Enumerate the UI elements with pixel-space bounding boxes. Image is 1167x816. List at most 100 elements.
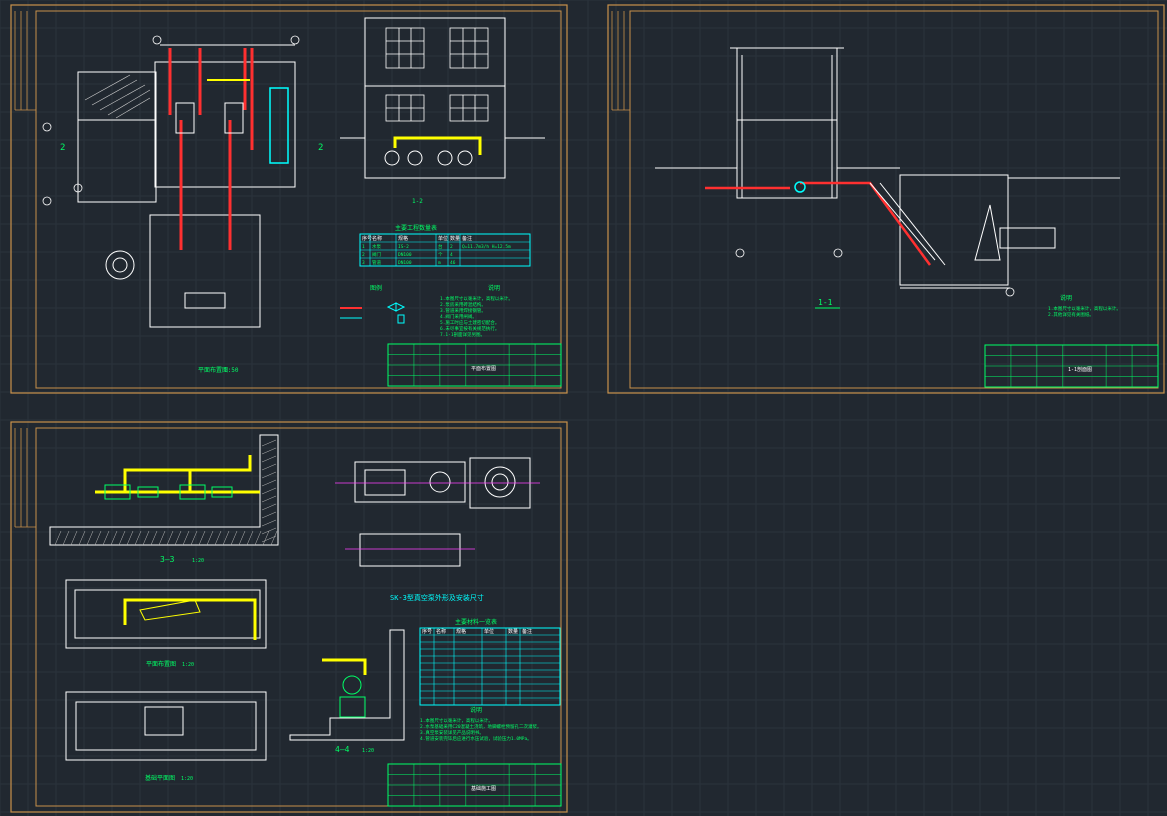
pipe-plan-scale: 1:20: [182, 662, 194, 668]
stair-hatch: [84, 74, 151, 119]
sheet-pump-house-plan[interactable]: 平面布置图 1:50 2 2 1-2 主要工程数量表 序号123名称水泵阀门管道…: [10, 4, 568, 394]
pump-caption: SK-3型真空泵外形及安装尺寸: [390, 593, 484, 602]
notes-title: 说明: [470, 706, 482, 714]
title-block: 1-1剖面图: [984, 344, 1159, 388]
note-line: 4.阀门采用闸阀。: [440, 313, 477, 320]
table-header: 备注: [522, 628, 532, 635]
section-label-1-2: 1-2: [412, 198, 423, 205]
elevation: [340, 17, 545, 179]
quantity-table-title: 主要工程数量表: [395, 224, 437, 232]
windows: [385, 27, 489, 122]
plan-pipes: [168, 48, 254, 250]
material-table-title: 主要材料一览表: [455, 618, 497, 626]
table-header: 单位: [484, 628, 494, 635]
elevation-pumps: [384, 150, 473, 166]
note-line: 7.1-1剖面详见另图。: [440, 331, 485, 338]
table-header: 规格: [398, 235, 408, 242]
table-cell: m: [438, 261, 441, 266]
section-3-3-label: 3—3: [160, 555, 175, 564]
table-header: 名称: [372, 235, 382, 242]
drawing-title: 平面布置图: [471, 365, 496, 372]
title-block: 基础施工图: [387, 763, 562, 807]
legend: [340, 302, 406, 324]
drawing-title: 1-1剖面图: [1068, 366, 1092, 373]
foundation-plan: [65, 691, 267, 761]
table-header: 数量: [508, 628, 518, 635]
table-cell: Q=11.7m3/h H=12.5m: [462, 244, 511, 250]
table-header: 名称: [436, 628, 446, 635]
sheet-pump-house-section[interactable]: 1-1 说明 1.本图尺寸以毫米计，高程以米计。2.其他详见有关图纸。 1-1剖…: [607, 4, 1165, 394]
binding-margin: [14, 428, 36, 528]
grid-bubbles: [735, 248, 1015, 297]
drawing-frame: [35, 10, 562, 389]
grid-bubbles: [42, 35, 300, 206]
note-line: 1.本图尺寸以毫米计，高程以米计。: [1048, 305, 1121, 312]
legend-title: 图例: [370, 284, 382, 292]
table-header: 数量: [450, 235, 460, 242]
title-block: 平面布置图: [387, 343, 562, 387]
note-line: 2.其他详见有关图纸。: [1048, 311, 1094, 318]
material-table: 序号名称 规格 单位 数量备注: [419, 627, 561, 706]
sheet-border: [607, 4, 1165, 394]
cabinet: [269, 87, 289, 164]
note-line: 5.施工时应与土建密切配合。: [440, 319, 499, 326]
table-header: 备注: [462, 235, 472, 242]
table-cell: 2: [362, 252, 365, 258]
note-line: 3.真空泵安装详见产品说明书。: [420, 729, 484, 736]
section-mark-2-left: 2: [60, 143, 65, 153]
slope-hatch: [974, 204, 1001, 261]
table-cell: DN100: [398, 260, 412, 266]
table-cell: 2: [450, 244, 453, 250]
section-structure: [655, 47, 1120, 289]
note-line: 2.水泵基础采用C20混凝土浇筑，地脚螺栓预留孔二次灌浆。: [420, 723, 542, 730]
table-header: 序号: [422, 628, 432, 635]
pump-outline: [354, 457, 531, 567]
section-label-1-1: 1-1: [818, 298, 833, 307]
pipe-plan: [65, 579, 267, 649]
foundation-caption: 基础平面图: [145, 774, 175, 782]
valve: [794, 181, 806, 193]
note-line: 3.管道采用焊接钢管。: [440, 307, 486, 314]
plan-pumps: [105, 102, 244, 280]
table-header: 规格: [456, 628, 466, 635]
foundation-scale: 1:20: [181, 776, 193, 782]
plan-caption: 平面布置图: [198, 366, 228, 374]
table-cell: 个: [438, 252, 443, 258]
sheet-pump-foundation[interactable]: 3—3 1:20 平面布置图 1:20 基础平面图 1:20: [10, 421, 568, 813]
pipe-plan-pump: [139, 599, 201, 621]
quantity-table: 序号123名称水泵阀门管道规格IS-2DN100DN100单位台个m数量2446…: [359, 233, 531, 267]
note-line: 2.泵房采用砖混结构。: [440, 301, 486, 308]
pipe-plan-pipe: [123, 598, 257, 640]
notes: 1.本图尺寸以毫米计，高程以米计。2.其他详见有关图纸。: [1048, 305, 1121, 318]
table-header: 单位: [438, 235, 448, 242]
table-header: 序号: [362, 235, 372, 242]
sheet-border: [10, 4, 568, 394]
table-cell: IS-2: [398, 244, 409, 250]
table-cell: 1: [362, 244, 365, 250]
section-3-3: [49, 434, 279, 546]
note-line: 4.管道安装完毕后应进行水压试验，试验压力1.0MPa。: [420, 735, 532, 742]
notes-title: 说明: [1060, 294, 1072, 302]
pipe-plan-caption: 平面布置图: [146, 660, 176, 668]
plan-scale: 1:50: [224, 367, 239, 374]
note-line: 1.本图尺寸以毫米计，高程以米计。: [440, 295, 513, 302]
drawing-frame: [629, 10, 1159, 389]
table-cell: 46: [450, 260, 456, 266]
pump-4-4: [339, 675, 366, 718]
table-cell: 阀门: [372, 251, 381, 258]
table-cell: 4: [450, 252, 453, 258]
drawing-frame: [35, 427, 562, 807]
table-cell: 管道: [372, 259, 381, 266]
note-line: 1.本图尺寸以毫米计，高程以米计。: [420, 717, 493, 724]
section-3-3-scale: 1:20: [192, 558, 204, 564]
section-pipes: [705, 181, 946, 266]
section-4-4-label: 4—4: [335, 745, 350, 754]
binding-margin: [611, 11, 630, 111]
table-cell: DN100: [398, 252, 412, 258]
drawing-title: 基础施工图: [471, 785, 496, 792]
sheet-border: [10, 421, 568, 813]
pipe-4-4: [322, 658, 367, 675]
elevation-pipe: [393, 136, 482, 155]
